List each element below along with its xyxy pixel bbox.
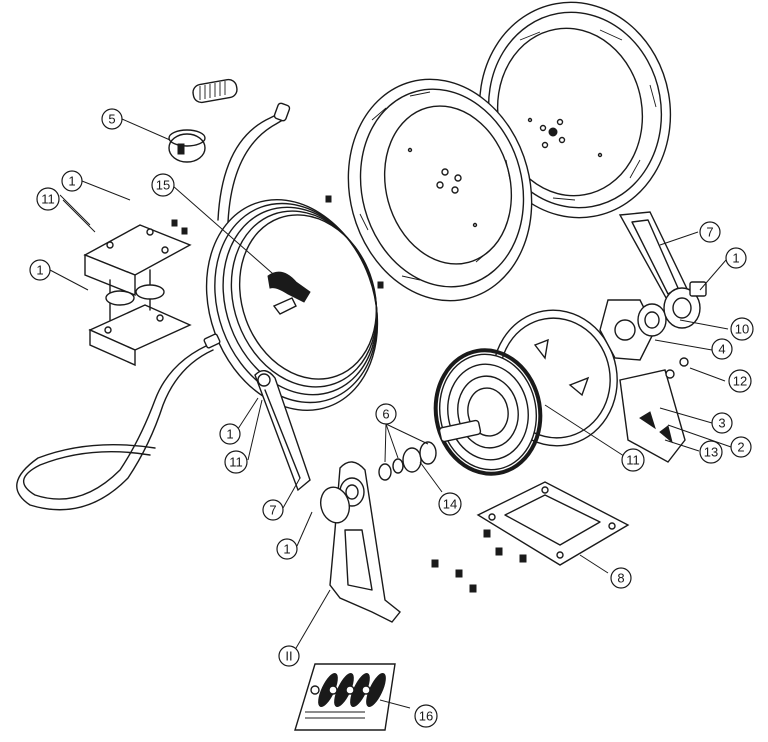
callout-2: 2 <box>730 436 752 458</box>
base-plate <box>476 481 630 566</box>
svg-text:7: 7 <box>269 503 276 518</box>
svg-text:14: 14 <box>443 497 457 512</box>
svg-text:4: 4 <box>718 342 725 357</box>
callout-3: 3 <box>711 412 733 434</box>
svg-text:1: 1 <box>732 251 739 266</box>
svg-text:II: II <box>285 649 292 664</box>
callout-1: 1 <box>29 259 51 281</box>
callout-16: 16 <box>414 704 438 728</box>
svg-text:2: 2 <box>737 440 744 455</box>
callout-1: 1 <box>725 247 747 269</box>
callout-8: 8 <box>610 567 632 589</box>
svg-text:15: 15 <box>156 178 170 193</box>
ratchet-assembly <box>599 281 707 463</box>
svg-text:1: 1 <box>36 263 43 278</box>
drum-hub <box>433 309 618 476</box>
svg-text:12: 12 <box>733 374 747 389</box>
hardware-kit <box>294 663 396 731</box>
svg-text:11: 11 <box>229 455 243 470</box>
svg-text:8: 8 <box>617 571 624 586</box>
callout-7: 7 <box>699 221 721 243</box>
callout-13: 13 <box>699 440 723 464</box>
svg-text:1: 1 <box>283 542 290 557</box>
callouts: 1 1 1 1 1 2 3 4 5 6 7 7 8 10 11 11 11 12… <box>29 108 754 728</box>
callout-11: 11 <box>36 187 60 211</box>
callout-II: II <box>278 645 300 667</box>
callout-4: 4 <box>711 338 733 360</box>
callout-5: 5 <box>101 108 123 130</box>
callout-6: 6 <box>375 403 397 425</box>
hose-stop <box>168 129 206 163</box>
hose-guard <box>192 78 238 104</box>
callout-1: 1 <box>61 170 83 192</box>
callout-11: 11 <box>224 450 248 474</box>
frame-arm-left <box>254 370 311 492</box>
callout-14: 14 <box>438 492 462 516</box>
svg-text:7: 7 <box>706 225 713 240</box>
svg-text:11: 11 <box>41 192 55 207</box>
callout-7: 7 <box>262 499 284 521</box>
svg-text:1: 1 <box>68 174 75 189</box>
svg-text:10: 10 <box>735 322 749 337</box>
callout-1: 1 <box>276 538 298 560</box>
loose-bolts <box>171 195 527 593</box>
svg-text:1: 1 <box>226 427 233 442</box>
side-plate-left <box>347 78 533 302</box>
mounting-bracket <box>83 224 192 367</box>
leader-lines <box>49 118 732 709</box>
svg-text:3: 3 <box>718 416 725 431</box>
hose-coil <box>16 102 379 511</box>
callout-11: 11 <box>621 448 645 472</box>
callout-10: 10 <box>730 317 754 341</box>
svg-text:16: 16 <box>419 709 433 724</box>
svg-text:5: 5 <box>108 112 115 127</box>
svg-text:13: 13 <box>704 445 718 460</box>
frame-stand-left <box>319 461 401 623</box>
svg-text:6: 6 <box>382 407 389 422</box>
callout-1: 1 <box>219 423 241 445</box>
spacer-washers <box>378 441 437 481</box>
callout-12: 12 <box>728 369 752 393</box>
side-plate-right <box>478 1 672 219</box>
svg-text:11: 11 <box>626 453 640 468</box>
callout-15: 15 <box>151 173 175 197</box>
swivel-hose <box>267 271 311 315</box>
